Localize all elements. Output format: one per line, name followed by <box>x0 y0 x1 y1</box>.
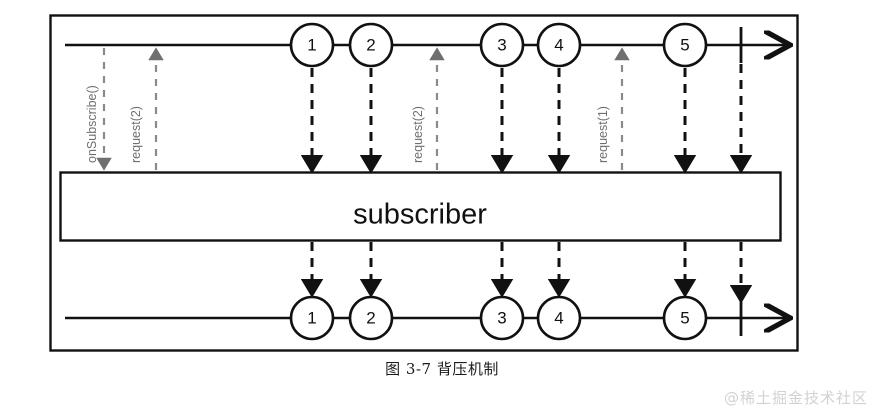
item-label: 1 <box>307 36 316 55</box>
item-label: 2 <box>366 309 375 328</box>
figure-caption: 图 3-7 背压机制 <box>385 360 499 378</box>
item-circle <box>536 295 582 341</box>
signal-label-request-2: request(2) <box>411 106 425 163</box>
consumer-items: 1 2 3 4 5 <box>289 295 708 341</box>
consumer-item: 4 <box>536 295 582 341</box>
publisher-item: 1 <box>289 22 335 68</box>
item-label: 3 <box>497 36 506 55</box>
item-circle <box>479 295 525 341</box>
watermark: @稀土掘金技术社区 <box>723 389 868 407</box>
item-circle <box>348 22 394 68</box>
item-circle <box>289 22 335 68</box>
item-circle <box>289 295 335 341</box>
publisher-item: 4 <box>536 22 582 68</box>
item-label: 4 <box>554 309 563 328</box>
item-label: 2 <box>366 36 375 55</box>
signal-label-request-3: request(1) <box>596 106 610 163</box>
item-label: 3 <box>497 309 506 328</box>
item-circle <box>662 22 708 68</box>
publisher-items: 1 2 3 4 5 <box>289 22 708 68</box>
consumer-item: 2 <box>348 295 394 341</box>
item-label: 4 <box>554 36 563 55</box>
subscriber-box-rect <box>59 171 782 242</box>
consumer-item: 1 <box>289 295 335 341</box>
emit-arrows <box>300 64 753 174</box>
item-circle <box>348 295 394 341</box>
item-circle <box>662 295 708 341</box>
item-label: 5 <box>680 309 689 328</box>
item-circle <box>536 22 582 68</box>
deliver-arrows <box>300 242 753 304</box>
signal-lines <box>96 47 630 171</box>
subscriber-box-label: subscriber <box>353 199 487 231</box>
item-label: 5 <box>680 36 689 55</box>
signal-label-onsubscribe: onSubscribe() <box>85 85 99 163</box>
signal-label-request-1: request(2) <box>129 106 143 163</box>
consumer-item: 5 <box>662 295 708 341</box>
signal-labels: onSubscribe() request(2) request(2) requ… <box>85 85 610 163</box>
item-label: 1 <box>307 309 316 328</box>
publisher-item: 2 <box>348 22 394 68</box>
item-circle <box>479 22 525 68</box>
publisher-item: 3 <box>479 22 525 68</box>
subscriber-box: subscriber <box>59 171 782 242</box>
publisher-item: 5 <box>662 22 708 68</box>
consumer-item: 3 <box>479 295 525 341</box>
